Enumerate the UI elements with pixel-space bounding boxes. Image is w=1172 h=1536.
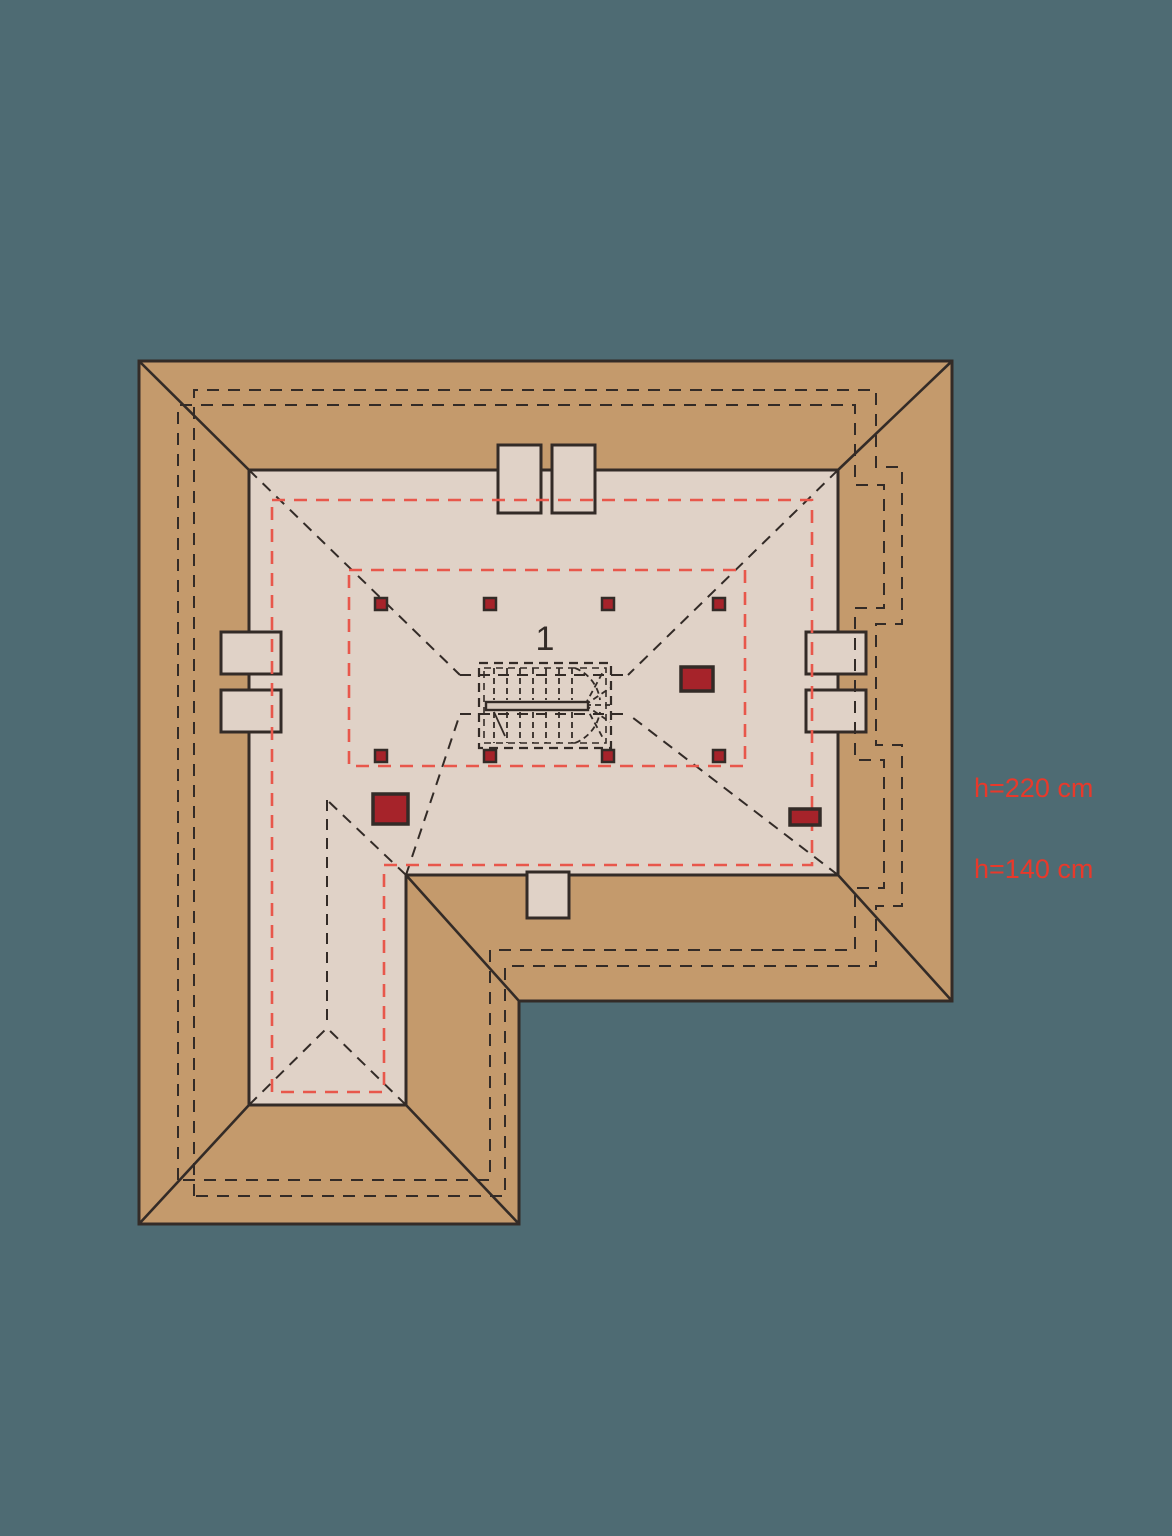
column-marker [711,748,727,764]
column-marker [373,596,389,612]
chimney-lower-right [788,807,822,827]
staircase [460,661,628,750]
chimney-center-right [679,665,715,693]
column-marker [482,596,498,612]
dormer-right-upper [804,630,868,676]
room-number-label: 1 [536,620,555,658]
kneewall-line-220 [347,568,747,768]
column-marker [711,596,727,612]
kneewall-line-140 [270,498,814,1094]
dormer-right-lower [804,688,868,734]
eave-outline-outer [193,389,903,1197]
chimney-lower-left [371,792,410,826]
dormer-group [219,443,868,920]
dormer-top-right [550,443,597,515]
roof-ridge-lines [249,470,838,1105]
dormer-top-left [496,443,543,515]
eave-outline-inner [177,404,885,1181]
chimney-group [371,665,822,827]
column-markers [373,596,727,764]
column-marker [373,748,389,764]
column-marker [482,748,498,764]
height-label-upper: h=220 cm [974,773,1093,803]
attic-floor-area [247,468,840,1107]
column-marker [600,748,616,764]
dormer-bottom [525,870,571,920]
height-label-lower: h=140 cm [974,854,1093,884]
roof-hip-lines [138,360,953,1225]
column-marker [600,596,616,612]
